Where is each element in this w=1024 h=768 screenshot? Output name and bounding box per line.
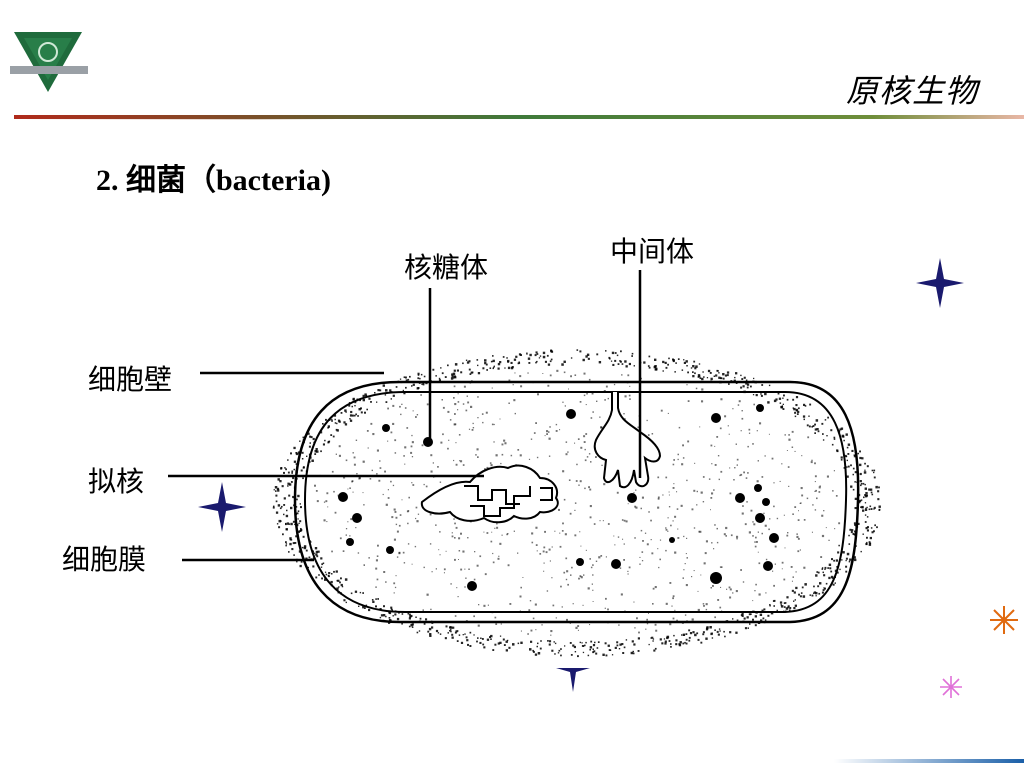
sparkle-icon: [940, 676, 962, 698]
sparkle-icon: [990, 606, 1018, 634]
label-cell-wall: 细胞壁: [88, 363, 173, 396]
heading-text: 细菌（bacteria): [126, 164, 331, 197]
nucleoid-shape: [420, 464, 559, 524]
star-icon: [916, 258, 964, 308]
mesosome-shape: [593, 392, 662, 489]
label-ribosome: 核糖体: [404, 251, 489, 284]
label-mesosome: 中间体: [610, 235, 695, 268]
section-heading: 2. 细菌（bacteria): [96, 155, 331, 199]
cell-wall-outline: [293, 380, 860, 624]
cell-membrane-outline: [303, 391, 848, 613]
label-cell-membrane: 细胞膜: [62, 543, 147, 576]
footer-divider: [834, 759, 1024, 763]
ribosome-dots: [338, 404, 779, 591]
star-icon: [198, 482, 246, 532]
star-icon: [556, 668, 590, 692]
logo-icon: [10, 32, 88, 92]
heading-number: 2.: [96, 164, 119, 197]
label-nucleoid: 拟核: [88, 465, 145, 498]
header-title: 原核生物: [845, 72, 978, 110]
header-divider: [14, 115, 1024, 120]
leader-lines: [168, 270, 642, 562]
